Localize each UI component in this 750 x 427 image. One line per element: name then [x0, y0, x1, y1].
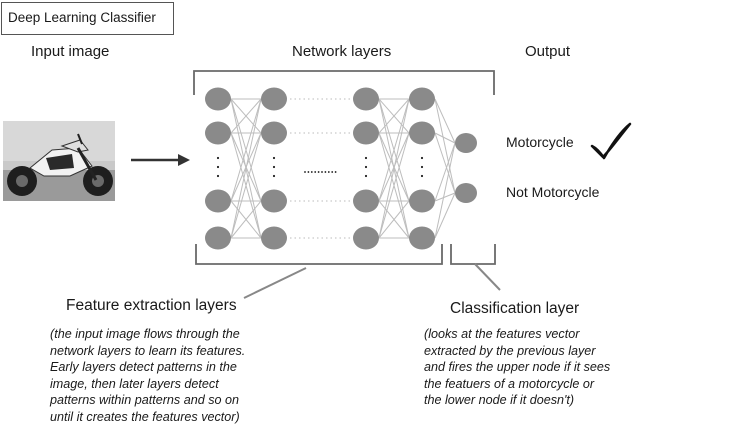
classification-layer-title: Classification layer [450, 300, 580, 317]
vertical-ellipsis-dot [364, 156, 368, 160]
ellipsis-dot [321, 171, 323, 173]
vertical-ellipsis-dot [272, 156, 276, 160]
vertical-ellipsis-dot [420, 174, 424, 178]
feature-extraction-title: Feature extraction layers [66, 297, 237, 314]
ellipsis-dot [324, 171, 327, 173]
ellipsis-dot [304, 171, 306, 173]
edge [434, 132, 456, 144]
edge [378, 200, 410, 239]
ellipsis-dot [327, 171, 330, 173]
checkmark-icon [590, 122, 632, 160]
edge [378, 98, 410, 134]
output-label-motorcycle: Motorcycle [506, 134, 574, 150]
edge [434, 142, 456, 202]
dotted-ellipsis [216, 98, 424, 239]
vertical-ellipsis-dot [216, 174, 220, 178]
vertical-ellipsis-dot [272, 174, 276, 178]
classification-bottom-bracket [450, 244, 496, 265]
edge [434, 192, 456, 239]
hidden-node [205, 226, 231, 250]
edge [230, 98, 262, 239]
ellipsis-dot [314, 171, 317, 173]
feature-pointer-line [243, 267, 307, 299]
vertical-ellipsis-dot [364, 174, 368, 178]
ellipsis-dot [317, 171, 320, 173]
input-image-header: Input image [31, 43, 110, 60]
ellipsis-dot [334, 171, 337, 173]
network-nodes [205, 87, 477, 250]
hidden-node [205, 87, 231, 111]
feature-extraction-description: (the input image flows through the netwo… [50, 327, 246, 424]
hidden-node [409, 226, 435, 250]
edge [434, 98, 456, 194]
hidden-node [409, 189, 435, 213]
edge [378, 132, 410, 239]
edge [230, 98, 262, 202]
hidden-node [205, 189, 231, 213]
network-edges [230, 98, 456, 239]
network-top-bracket [193, 70, 495, 95]
hidden-node [261, 121, 287, 145]
edge [230, 132, 262, 239]
hidden-node [261, 87, 287, 111]
hidden-node [353, 189, 379, 213]
output-node-not-motorcycle [455, 183, 477, 203]
feature-bottom-bracket [195, 244, 443, 265]
hidden-node [409, 121, 435, 145]
hidden-node [261, 189, 287, 213]
hidden-node [353, 226, 379, 250]
edge [434, 132, 456, 194]
ellipsis-dot [307, 171, 310, 173]
output-header: Output [525, 43, 571, 60]
edge [434, 98, 456, 144]
edge [434, 192, 456, 202]
classification-pointer-line [474, 263, 501, 291]
hidden-node [409, 87, 435, 111]
ellipsis-dot [331, 171, 334, 173]
hidden-node [205, 121, 231, 145]
vertical-ellipsis-dot [216, 156, 220, 160]
vertical-ellipsis-dot [420, 165, 424, 169]
hidden-node [353, 121, 379, 145]
edge [230, 98, 262, 134]
motorcycle-image [3, 121, 115, 201]
hidden-node [353, 87, 379, 111]
classification-layer-description: (looks at the features vector extracted … [424, 327, 611, 408]
vertical-ellipsis-dot [272, 165, 276, 169]
edge [378, 98, 410, 202]
edge [434, 142, 456, 239]
vertical-ellipsis-dot [216, 165, 220, 169]
vertical-ellipsis-dot [364, 165, 368, 169]
diagram-title: Deep Learning Classifier [1, 2, 174, 35]
output-label-not-motorcycle: Not Motorcycle [506, 184, 600, 200]
hidden-node [261, 226, 287, 250]
edge [378, 98, 410, 239]
edge [230, 200, 262, 239]
vertical-ellipsis-dot [420, 156, 424, 160]
network-layers-header: Network layers [292, 43, 392, 60]
input-arrow [131, 154, 190, 166]
output-node-motorcycle [455, 133, 477, 153]
ellipsis-dot [310, 171, 313, 173]
